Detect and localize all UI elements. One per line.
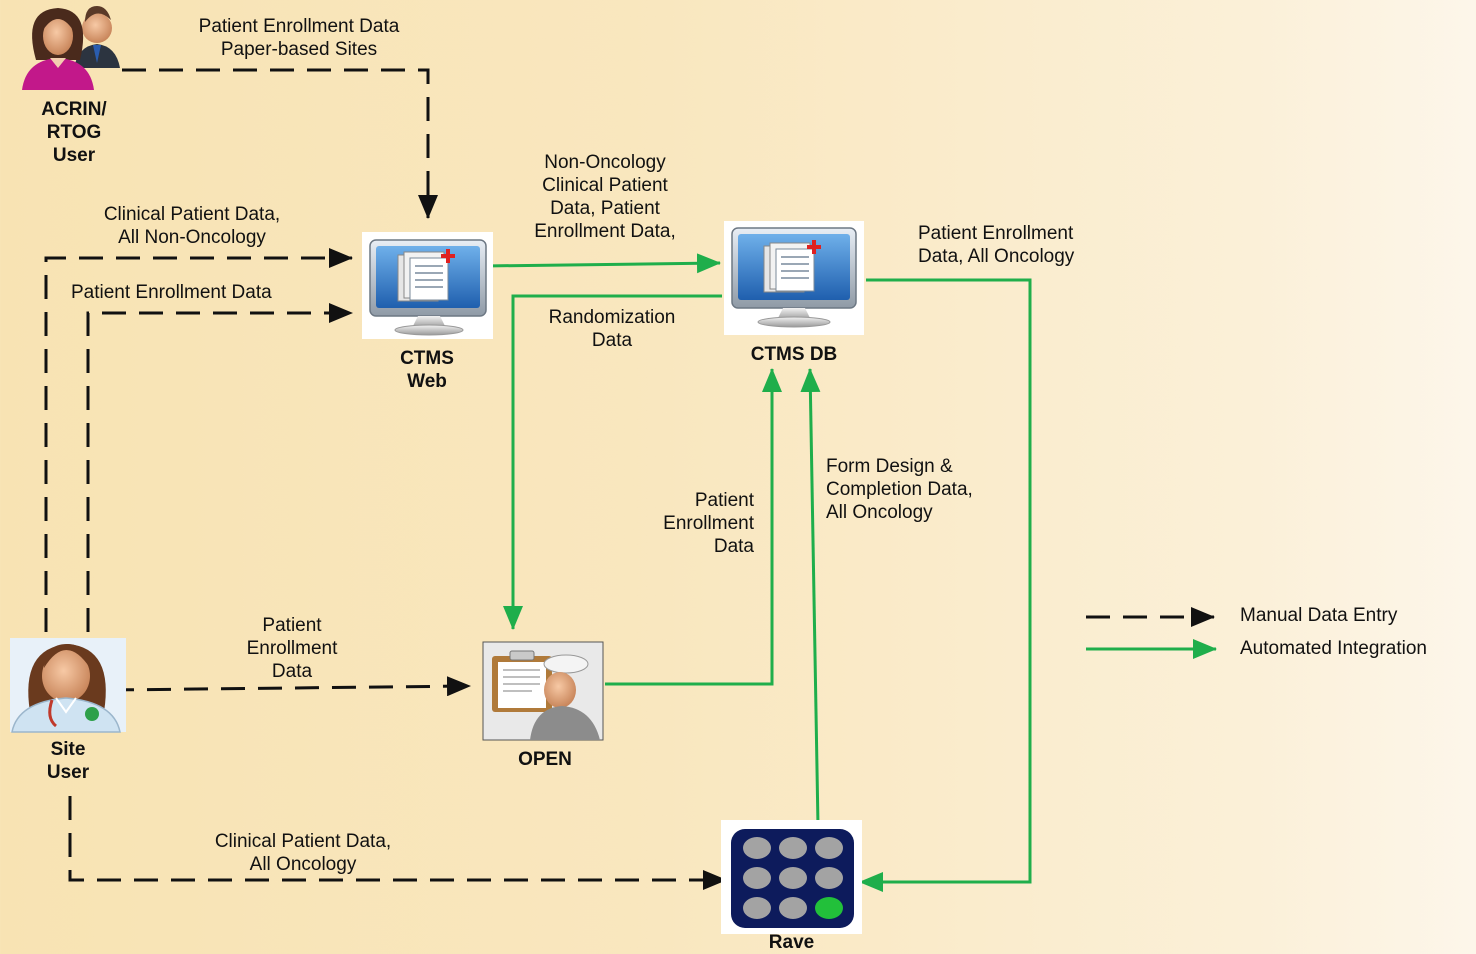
edge-ctms-db-to-rave bbox=[859, 278, 1032, 892]
site-user-label: Site User bbox=[46, 739, 90, 783]
clipboard-person-icon bbox=[482, 641, 604, 741]
users-icon bbox=[22, 6, 120, 90]
acrin-user-label: ACRIN/ RTOG User bbox=[41, 99, 107, 166]
monitor-icon bbox=[362, 232, 493, 339]
edge-ctms-web-to-ctms-db bbox=[483, 253, 721, 274]
label-site-to-open: Patient Enrollment Data bbox=[246, 615, 338, 682]
doctor-icon bbox=[10, 638, 126, 733]
keypad-icon bbox=[721, 820, 862, 934]
ctms-web-label: CTMS Web bbox=[400, 348, 454, 392]
label-site-to-rave: Clinical Patient Data, All Oncology bbox=[214, 831, 392, 875]
open-label: OPEN bbox=[518, 749, 572, 770]
edge-site-to-rave bbox=[68, 796, 727, 890]
monitor-icon bbox=[724, 221, 864, 335]
edge-rave-to-ctms-db bbox=[800, 368, 821, 827]
edge-ctms-db-to-open bbox=[503, 294, 722, 630]
label-site-to-web-clinical: Clinical Patient Data, All Non-Oncology bbox=[103, 204, 281, 248]
label-site-to-web-enrollment: Patient Enrollment Data bbox=[71, 282, 272, 303]
label-rave-to-db: Form Design & Completion Data, All Oncol… bbox=[826, 456, 973, 523]
legend-manual-label: Manual Data Entry bbox=[1240, 605, 1398, 626]
label-acrin-to-web: Patient Enrollment Data Paper-based Site… bbox=[198, 16, 400, 60]
edge-site-to-ctms-web-clinical bbox=[44, 248, 353, 632]
ctms-db-label: CTMS DB bbox=[750, 344, 838, 365]
label-web-to-db: Non-Oncology Clinical Patient Data, Pati… bbox=[534, 152, 676, 242]
edge-acrin-to-ctms-web bbox=[122, 68, 438, 219]
rave-label: Rave bbox=[768, 932, 815, 953]
edge-site-to-ctms-web-enrollment bbox=[86, 303, 353, 632]
label-open-to-db: Patient Enrollment Data bbox=[663, 490, 754, 557]
label-db-to-open: Randomization Data bbox=[548, 307, 676, 351]
label-db-to-rave: Patient Enrollment Data, All Oncology bbox=[918, 223, 1075, 267]
edge-open-to-ctms-db bbox=[605, 368, 782, 686]
legend-automated-label: Automated Integration bbox=[1240, 638, 1427, 659]
edge-site-to-open bbox=[109, 676, 471, 697]
